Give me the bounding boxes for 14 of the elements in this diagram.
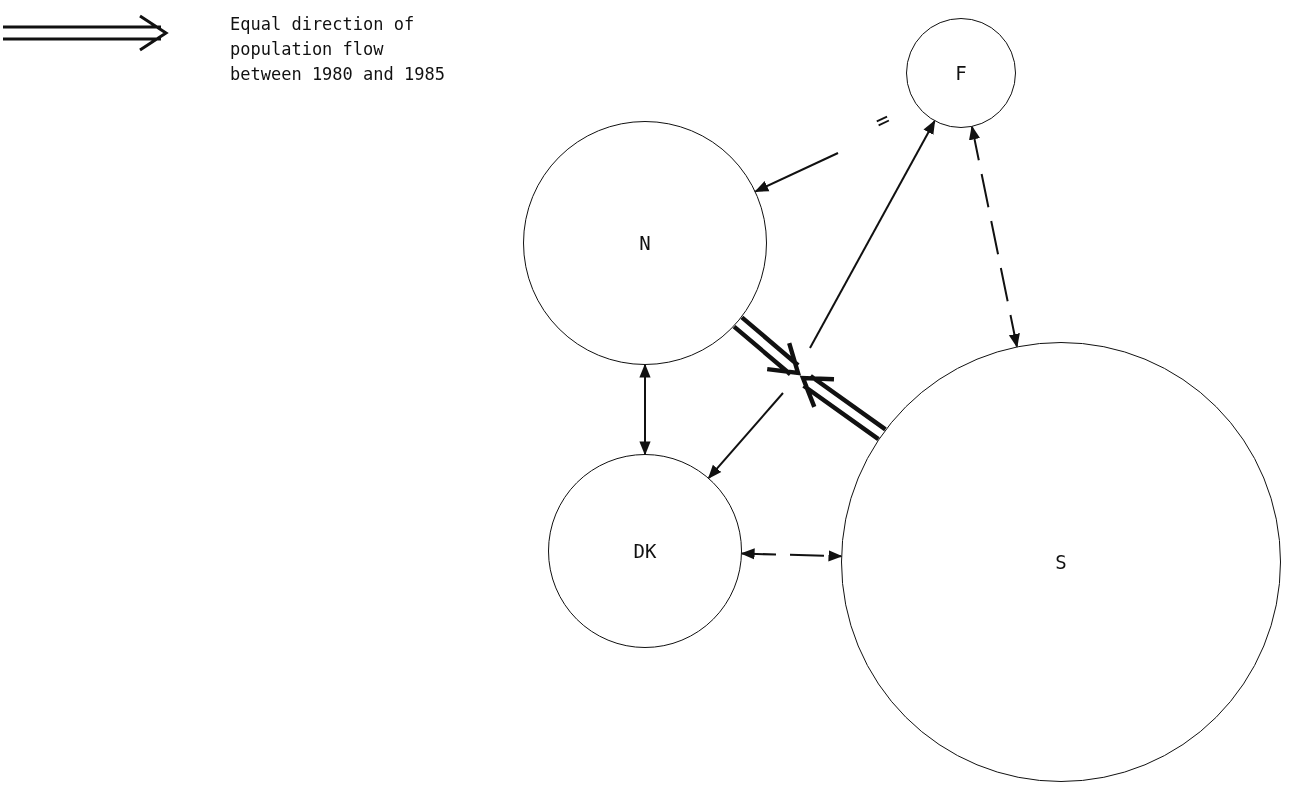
country-label: S xyxy=(1055,551,1067,573)
double-arrow xyxy=(799,373,888,442)
arrow xyxy=(969,125,1020,348)
equal-mark: = xyxy=(871,106,894,135)
arrow xyxy=(740,548,843,562)
arrow xyxy=(809,119,936,349)
arrow xyxy=(707,392,784,479)
legend-text: Equal direction of population flow between 1980 and 1985 xyxy=(230,13,446,86)
arrow xyxy=(754,152,839,193)
country-label: F xyxy=(955,62,967,84)
double-arrow xyxy=(731,315,802,377)
country-label: N xyxy=(639,232,651,254)
arrow xyxy=(639,363,651,456)
country-label: DK xyxy=(633,540,657,562)
